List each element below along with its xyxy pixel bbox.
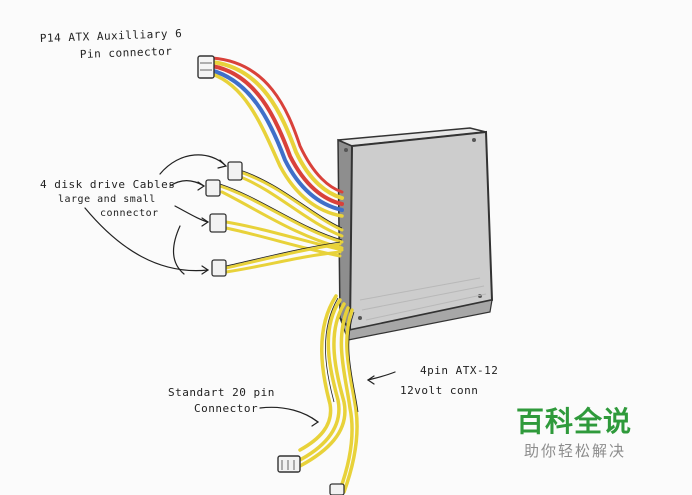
label-p14: P14 ATX Auxilliary 6 Pin connector [40,27,183,61]
screw-icon [358,316,362,320]
watermark-title: 百科全说 [516,405,633,438]
atx12-4pin-connector [329,483,345,495]
label-standard-line2: Connector [194,402,258,415]
label-disk-line3: connector [100,208,159,219]
annotation-arrows [84,154,396,427]
arrow-disk-4 [84,207,209,272]
label-atx12-line2: 12volt conn [400,384,478,397]
disk-drive-cables [218,170,344,274]
label-p14-line1: P14 ATX Auxilliary 6 [40,27,183,45]
atx-main-cables [294,294,359,494]
aux-6pin-connector [197,55,215,79]
label-disk-line2: large and small [58,194,156,205]
screw-icon [344,148,348,152]
arrow-disk-1 [159,154,227,175]
aux-connector-wires [208,56,344,218]
arrow-disk-5 [173,225,185,275]
label-standard: Standart 20 pin Connector [168,386,275,415]
standard-20pin-connector [277,455,301,473]
label-p14-line2: Pin connector [80,45,173,61]
atx-cable-outlines [325,297,359,413]
psu-front-face [348,130,494,332]
label-disk: 4 disk drive Cables large and small conn… [40,178,175,219]
label-atx12: 4pin ATX-12 12volt conn [400,364,498,397]
arrow-20pin [259,406,319,423]
disk-connector-2 [205,179,221,197]
arrow-disk-3 [174,205,209,223]
disk-cable-outlines [219,169,343,267]
arrow-atx12 [367,371,396,381]
label-disk-line1: 4 disk drive Cables [40,178,175,191]
screw-icon [472,138,476,142]
psu-shading [359,277,487,321]
label-atx12-line1: 4pin ATX-12 [420,364,498,377]
power-supply-unit [337,127,494,341]
label-standard-line1: Standart 20 pin [168,386,275,399]
disk-connector-3 [209,213,227,233]
disk-connector-1 [227,161,243,181]
disk-connector-4 [211,259,227,277]
watermark-subtitle: 助你轻松解决 [524,442,627,460]
